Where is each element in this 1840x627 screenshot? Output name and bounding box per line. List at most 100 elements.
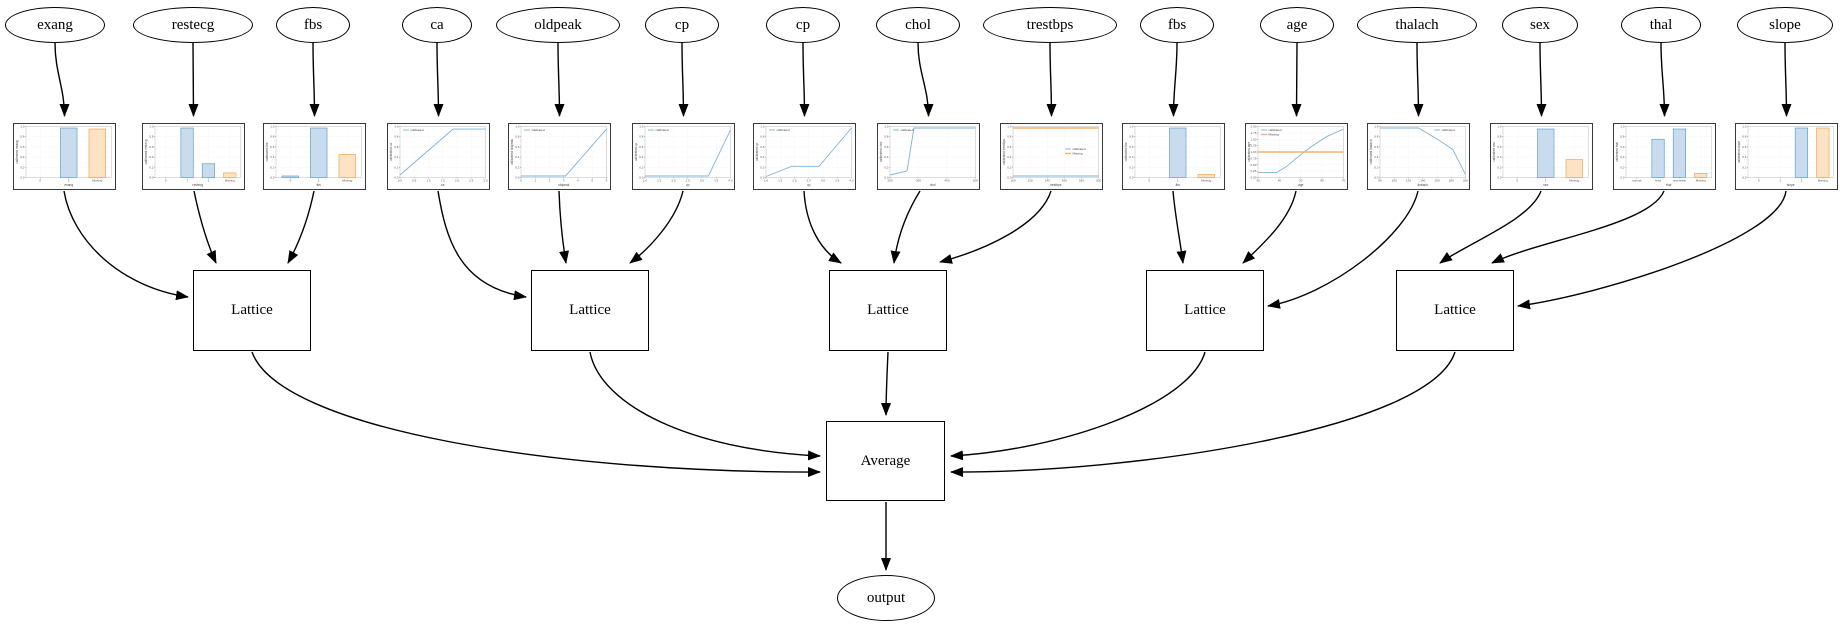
svg-text:ca: ca xyxy=(441,183,445,187)
svg-text:1.0: 1.0 xyxy=(1742,125,1747,129)
svg-text:2.5: 2.5 xyxy=(686,179,691,183)
feature-node-chol: chol xyxy=(876,7,960,43)
edge-chart-sex-to-lattice xyxy=(1439,190,1542,264)
feature-node-label: cp xyxy=(795,16,811,33)
svg-text:0.8: 0.8 xyxy=(20,135,25,139)
svg-text:100: 100 xyxy=(1392,179,1397,183)
edge-fbs-to-chart xyxy=(309,42,320,117)
svg-text:0: 0 xyxy=(1516,179,1518,183)
svg-text:2: 2 xyxy=(549,179,551,183)
svg-text:0.4: 0.4 xyxy=(20,155,25,159)
svg-text:0.0: 0.0 xyxy=(760,176,765,180)
edge-chart-fbs-to-lattice xyxy=(287,190,315,264)
svg-text:4.0: 4.0 xyxy=(728,179,733,183)
svg-text:slope: slope xyxy=(1787,183,1795,187)
svg-text:0.8: 0.8 xyxy=(1007,135,1012,139)
svg-text:0.4: 0.4 xyxy=(1620,155,1625,159)
svg-text:0.0: 0.0 xyxy=(1007,176,1012,180)
svg-text:0: 0 xyxy=(520,179,522,183)
svg-text:400: 400 xyxy=(944,179,949,183)
svg-text:0.4: 0.4 xyxy=(394,155,399,159)
svg-text:thal: thal xyxy=(1666,183,1671,187)
svg-text:0.8: 0.8 xyxy=(760,135,765,139)
svg-text:calibrated slope: calibrated slope xyxy=(1737,141,1741,164)
svg-text:3.0: 3.0 xyxy=(700,179,705,183)
svg-text:oldpeak: oldpeak xyxy=(558,183,570,187)
svg-text:0.6: 0.6 xyxy=(1374,145,1379,149)
svg-text:2.0: 2.0 xyxy=(792,179,797,183)
svg-text:1: 1 xyxy=(1177,179,1179,183)
svg-text:4: 4 xyxy=(577,179,579,183)
svg-text:calibrated: calibrated xyxy=(1269,128,1282,132)
svg-text:40: 40 xyxy=(1278,179,1282,183)
svg-text:2.00: 2.00 xyxy=(1251,125,1257,129)
svg-text:140: 140 xyxy=(1045,179,1050,183)
feature-node-thal: thal xyxy=(1621,7,1701,43)
svg-text:0.6: 0.6 xyxy=(394,145,399,149)
svg-text:calibrated: calibrated xyxy=(656,128,669,132)
svg-text:0.4: 0.4 xyxy=(1497,155,1502,159)
svg-text:1.0: 1.0 xyxy=(764,179,769,183)
svg-text:Missing: Missing xyxy=(1201,179,1212,183)
edge-cp_2-to-chart xyxy=(799,42,810,117)
svg-text:60: 60 xyxy=(1320,179,1324,183)
svg-text:0.4: 0.4 xyxy=(515,155,520,159)
edge-chart-cp_2-to-lattice xyxy=(803,190,842,264)
svg-text:200: 200 xyxy=(1096,179,1101,183)
svg-text:cp: cp xyxy=(807,183,811,187)
edge-cp-to-chart xyxy=(678,42,689,117)
svg-text:Missing: Missing xyxy=(225,179,236,183)
edge-chart-age-to-lattice xyxy=(1242,190,1297,264)
svg-text:1.0: 1.0 xyxy=(1497,125,1502,129)
edge-fbs_2-to-chart xyxy=(1168,42,1179,117)
svg-text:0.6: 0.6 xyxy=(760,145,765,149)
svg-text:120: 120 xyxy=(1406,179,1411,183)
svg-text:0.0: 0.0 xyxy=(1620,176,1625,180)
lattice-node-label: Lattice xyxy=(867,302,909,318)
svg-text:calibrated ca: calibrated ca xyxy=(389,143,393,161)
edge-chart-ca-to-lattice xyxy=(437,190,527,301)
svg-text:3.0: 3.0 xyxy=(821,179,826,183)
svg-text:0.2: 0.2 xyxy=(515,165,520,169)
svg-text:0.0: 0.0 xyxy=(270,176,275,180)
svg-text:3.5: 3.5 xyxy=(835,179,840,183)
svg-text:0.50: 0.50 xyxy=(1251,163,1257,167)
svg-text:reversible: reversible xyxy=(1673,179,1686,183)
svg-text:0.6: 0.6 xyxy=(515,145,520,149)
svg-text:1.0: 1.0 xyxy=(515,125,520,129)
svg-text:0.6: 0.6 xyxy=(270,145,275,149)
edge-chart-chol-to-lattice xyxy=(890,190,921,264)
svg-text:0.4: 0.4 xyxy=(1742,155,1747,159)
svg-text:0.4: 0.4 xyxy=(1129,155,1134,159)
svg-text:0.0: 0.0 xyxy=(1374,176,1379,180)
feature-node-label: chol xyxy=(905,16,931,33)
svg-text:0.75: 0.75 xyxy=(1251,156,1257,160)
svg-text:fbs: fbs xyxy=(317,183,322,187)
average-node-label: Average xyxy=(860,452,911,469)
feature-node-oldpeak: oldpeak xyxy=(496,7,620,43)
lattice-node-label: Lattice xyxy=(569,302,611,318)
feature-node-trestbps: trestbps xyxy=(983,7,1117,43)
svg-text:1.5: 1.5 xyxy=(657,179,662,183)
feature-node-cp_2: cp xyxy=(766,7,840,43)
svg-text:calibrated: calibrated xyxy=(532,128,545,132)
output-node-label: output xyxy=(866,589,906,606)
feature-node-label: fbs xyxy=(303,16,323,33)
edge-restecg-to-chart xyxy=(188,42,199,117)
svg-text:180: 180 xyxy=(1449,179,1454,183)
svg-text:1.0: 1.0 xyxy=(394,125,399,129)
svg-text:restecg: restecg xyxy=(193,183,204,187)
lattice-node-1: Lattice xyxy=(193,270,311,351)
lattice-node-2: Lattice xyxy=(531,270,649,351)
feature-node-fbs_2: fbs xyxy=(1140,7,1214,43)
feature-node-label: slope xyxy=(1769,16,1801,33)
svg-text:2.5: 2.5 xyxy=(807,179,812,183)
svg-text:120: 120 xyxy=(1028,179,1033,183)
svg-text:3: 3 xyxy=(563,179,565,183)
svg-text:Missing: Missing xyxy=(1696,179,1707,183)
svg-text:1.0: 1.0 xyxy=(426,179,431,183)
